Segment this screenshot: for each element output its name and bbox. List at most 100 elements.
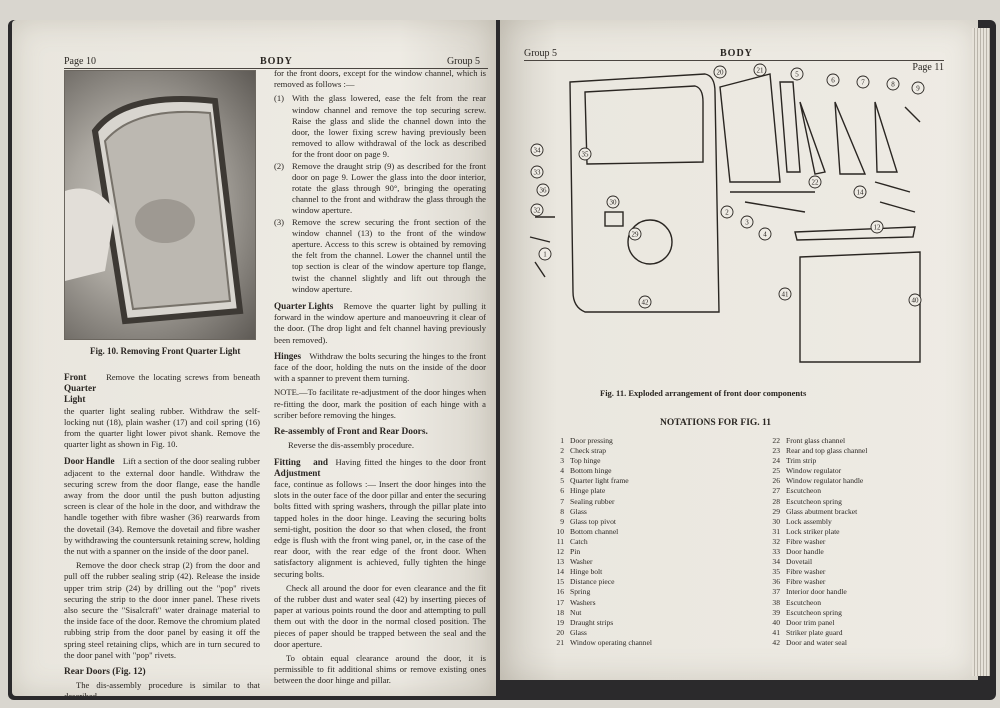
notation-number: 8	[560, 506, 564, 516]
callout-circle	[790, 67, 804, 81]
notation-text: Rear and top glass channel	[786, 446, 868, 456]
step-1: (1) With the glass lowered, ease the fel…	[274, 93, 486, 160]
callout-label: 1	[543, 250, 547, 258]
callout-circle	[536, 183, 550, 197]
notation-number: 16	[556, 587, 564, 597]
right-page-number: Page 11	[912, 62, 944, 73]
callout-circle	[856, 75, 870, 89]
notation-number: 28	[772, 496, 780, 506]
notation-row: 16 Spring	[548, 587, 748, 597]
notation-text: Sealing rubber	[570, 496, 615, 506]
notation-number: 7	[560, 496, 564, 506]
reassembly-text: Reverse the dis-assembly procedure.	[288, 440, 414, 451]
hinges-note: NOTE.—To facilitate re-adjustment of the…	[274, 387, 486, 420]
callout-circle	[538, 247, 552, 261]
notation-text: Spring	[570, 587, 591, 597]
callout-circle	[826, 73, 840, 87]
notation-number: 31	[772, 526, 780, 536]
notation-text: Front glass channel	[786, 436, 846, 445]
callout-label: 3	[745, 218, 749, 226]
callout-circle	[753, 63, 767, 77]
sealing-rubber	[834, 101, 867, 175]
notation-text: Fibre washer	[786, 536, 826, 546]
notation-text: Quarter light frame	[570, 476, 629, 486]
notation-text: Door and water seal	[786, 637, 847, 647]
right-section-title: BODY	[720, 48, 753, 59]
callout-circle	[908, 293, 922, 307]
callout-label: 9	[916, 84, 920, 92]
notation-text: Escutcheon	[786, 486, 822, 496]
notation-number: 40	[772, 617, 780, 627]
glass-panel	[719, 73, 781, 183]
callout-circle	[578, 147, 592, 161]
callout-label: 4	[763, 230, 767, 238]
callout-circle	[530, 203, 544, 217]
notation-text: Catch	[570, 536, 588, 546]
callout-circle	[628, 227, 642, 241]
notation-text: Check strap	[570, 446, 607, 456]
quarter-light-frame	[799, 101, 826, 175]
callout-circle	[758, 227, 772, 241]
notation-number: 5	[560, 476, 564, 486]
callout-label: 35	[582, 150, 590, 158]
notation-row: 5 Quarter light frame	[548, 476, 748, 486]
notation-text: Glass abutment bracket	[786, 506, 858, 516]
notation-number: 39	[772, 607, 780, 617]
notation-number: 1	[560, 436, 564, 445]
callout-label: 41	[782, 290, 790, 298]
notation-text: Window regulator	[786, 466, 842, 476]
door-handle-heading: Door Handle	[64, 456, 115, 467]
notation-number: 26	[772, 476, 780, 486]
callout-circle	[853, 185, 867, 199]
left-column-2: for the front doors, except for the wind…	[274, 68, 486, 690]
callout-label: 34	[534, 146, 542, 154]
callout-label: 29	[632, 230, 640, 238]
lock-cutout	[604, 211, 624, 227]
callout-label: 12	[874, 223, 882, 231]
fig11-caption: Fig. 11. Exploded arrangement of front d…	[600, 388, 807, 398]
quarter-lights-text: Remove the quarter light by pulling it f…	[274, 301, 486, 345]
notation-text: Glass	[570, 627, 587, 637]
fig10-photo	[64, 70, 256, 340]
rear-doors-continued: for the front doors, except for the wind…	[274, 68, 486, 90]
hinges-heading: Hinges	[274, 350, 302, 361]
door-handle-text: Lift a section of the door sealing rubbe…	[64, 456, 261, 557]
callout-label: 14	[857, 188, 865, 196]
notation-text: Dovetail	[786, 557, 813, 567]
left-section-title: BODY	[260, 56, 293, 67]
notation-number: 30	[772, 516, 780, 526]
notation-text: Door pressing	[570, 436, 613, 445]
left-column-1: Front Quarter Light Remove the locating …	[64, 372, 260, 696]
notation-text: Distance piece	[570, 577, 615, 587]
notation-number: 38	[772, 597, 780, 607]
notation-number: 10	[556, 526, 564, 536]
notation-text: Window operating channel	[570, 637, 652, 647]
notation-number: 4	[560, 466, 564, 476]
notation-number: 24	[772, 456, 780, 466]
step-text: Remove the screw securing the front sect…	[292, 216, 486, 294]
notation-number: 25	[772, 466, 780, 476]
step-number: (1)	[274, 93, 285, 104]
equal-clearance-para: To obtain equal clearance around the doo…	[274, 652, 486, 686]
callout-circle	[606, 195, 620, 209]
left-page-number: Page 10	[64, 56, 96, 67]
hinges-text: Withdraw the bolts securing the hinges t…	[274, 350, 486, 384]
callout-label: 7	[861, 78, 865, 86]
